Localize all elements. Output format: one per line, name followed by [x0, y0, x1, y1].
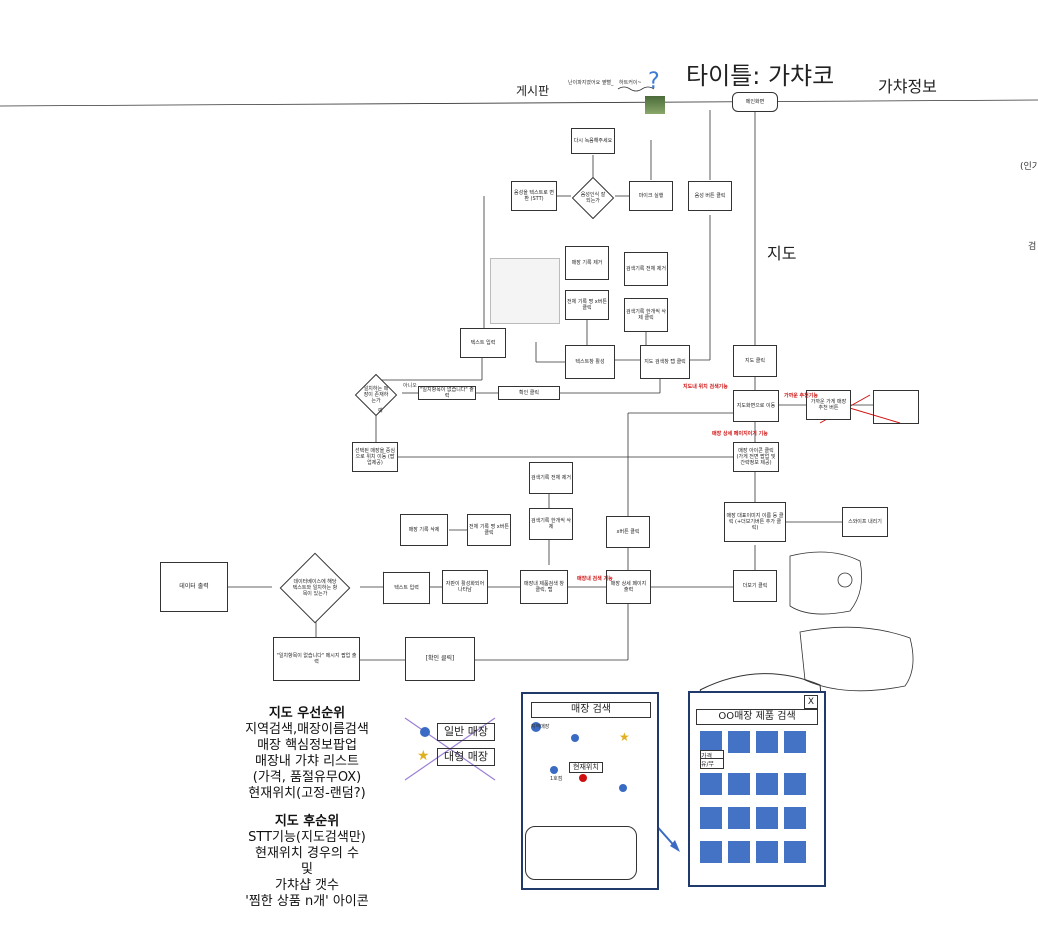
map-label: 지도: [767, 240, 796, 264]
header-note-1: 난이파지였어요 옆뻘_: [568, 80, 614, 86]
svg-text:?: ?: [648, 69, 660, 94]
history-each-node-2: 검색기록 한개씩 삭제: [529, 508, 573, 540]
product-tile[interactable]: [756, 807, 778, 829]
map-screen-node: 지도화면으로 이동: [733, 390, 779, 422]
legend-large-label: 대형 매장: [437, 748, 495, 766]
product-tile[interactable]: [756, 773, 778, 795]
red-note-detail: 매장 상세 페이지이기 기능: [712, 431, 768, 437]
product-tile[interactable]: [728, 773, 750, 795]
no-label: 아니오: [403, 383, 417, 389]
store-history-delete-node: 매장 기록 제거: [565, 246, 609, 280]
product-tile[interactable]: [728, 841, 750, 863]
thumbnail-image: [645, 96, 665, 114]
product-search-title[interactable]: OO매장 제품 검색: [696, 709, 818, 725]
product-tile[interactable]: [700, 807, 722, 829]
voice-search-node: 음성 버튼 클릭: [688, 181, 732, 211]
history-each-node: 검색기록 한개씩 삭제 클릭: [624, 298, 668, 332]
edge-text-1: (인기: [1020, 162, 1038, 172]
store-detail-click-node: 매장 대표이미지 이름 등 클릭 (+더보기버튼 추가 클릭): [724, 502, 786, 542]
info-bubble: [525, 826, 637, 880]
product-tile[interactable]: [700, 841, 722, 863]
store-search-title[interactable]: 매장 검색: [531, 702, 651, 718]
store-search-mock: 매장 검색 지역매장 ★ 1호점 현재위치: [521, 692, 659, 890]
red-note-nearby: 가까운 추천기능: [784, 393, 818, 399]
current-location-label: 현재위치: [569, 762, 603, 773]
product-tile[interactable]: [784, 731, 806, 753]
priority-low-list: 지도 후순위 STT기능(지도검색만) 현재위치 경우의 수 및 가챠샵 갯수 …: [232, 814, 382, 910]
priority-high-item: 매장 핵심정보팝업: [232, 738, 382, 754]
store-marker-icon[interactable]: [571, 734, 579, 742]
red-note-map-search: 지도내 위치 검색기능: [683, 384, 728, 390]
priority-low-item: '찜한 상품 n개' 아이콘: [232, 894, 382, 910]
product-tile[interactable]: [728, 731, 750, 753]
history-x-node-2: 전체 기록 명 x버튼 클릭: [467, 514, 511, 546]
priority-high-item: 매장내 가챠 리스트: [232, 754, 382, 770]
more-click-node: 더보기 클릭: [733, 570, 777, 602]
product-search-mock: X OO매장 제품 검색 가격 유/무: [688, 691, 826, 887]
text-input-node: 텍스트 입력: [460, 328, 506, 358]
no-match-node-2: "일치항목이 없습니다" 메시지 팝업 출력: [273, 637, 360, 681]
history-x-node: 전체 기록 명 x버튼 클릭: [565, 290, 609, 320]
page-title: 타이틀: 가챠코: [686, 56, 834, 91]
priority-high-item: 현재위치(고정-랜덤?): [232, 786, 382, 802]
large-store-star-icon[interactable]: ★: [619, 730, 630, 744]
phone-screenshot: [490, 258, 560, 324]
stt-node: 음성을 텍스트로 변환 (STT): [511, 181, 557, 211]
current-location-icon[interactable]: [579, 774, 587, 782]
stock-label: 유/무: [700, 758, 724, 769]
main-screen-node: 메인화면: [732, 92, 778, 112]
no-match-node: "일치항목이 없습니다" 출력: [418, 386, 476, 400]
priority-low-item: 및: [232, 862, 382, 878]
red-note-gacha-search: 매장내 검색 기능: [577, 576, 613, 582]
textbox-active-node: 텍스트창 활성: [565, 345, 615, 379]
legend-normal-label: 일반 매장: [437, 723, 495, 741]
product-tile[interactable]: [784, 807, 806, 829]
close-icon[interactable]: X: [804, 695, 818, 709]
priority-high-item: 지역검색,매장이름검색: [232, 722, 382, 738]
history-all-delete-node-2: 검색기록 전체 제거: [529, 462, 573, 494]
confirm-node: 확인 클릭: [498, 386, 560, 400]
gacha-info-label: 가챠정보: [878, 73, 937, 97]
store-marker-icon[interactable]: [619, 784, 627, 792]
header-note-2: 하트커이~: [619, 80, 642, 86]
map-tab-node: 지도 클릭: [733, 345, 777, 377]
store-marker-icon[interactable]: [550, 766, 558, 774]
priority-high-heading: 지도 우선순위: [232, 706, 382, 722]
confirm-node-2: [확인 클릭]: [405, 637, 475, 681]
product-tile[interactable]: [756, 731, 778, 753]
yes-label: 예: [378, 408, 383, 414]
keyboard-node: 자판이 활성화되어 나타남: [442, 570, 488, 604]
edge-text-2: 검: [1028, 242, 1036, 252]
product-tile[interactable]: [756, 841, 778, 863]
product-tile[interactable]: [784, 841, 806, 863]
product-tile[interactable]: [784, 773, 806, 795]
data-output-node: 데이터 출력: [160, 562, 228, 612]
store-marker-label: 1호점: [550, 776, 562, 782]
store-history-delete-node-2: 매장 기록 삭제: [400, 514, 448, 546]
legend-large-star-icon: ★: [417, 748, 430, 764]
store-marker-label: 지역매장: [531, 724, 549, 730]
priority-low-item: STT기능(지도검색만): [232, 830, 382, 846]
mic-node: 마이크 실행: [629, 181, 673, 211]
text-input2-node: 텍스트 입력: [383, 572, 430, 604]
x-button-node: x버튼 클릭: [606, 516, 650, 548]
history-all-delete-node: 검색기록 전체 제거: [624, 252, 668, 286]
selected-move-node: 선택된 매장을 중심으로 위치 이동 (팝업제공): [352, 442, 398, 472]
store-icon-node: 매장 아이콘 클릭 (가게 전면 팝업 및 간략정보 제공): [733, 442, 779, 472]
legend-normal-marker-icon: [420, 727, 430, 737]
product-tile[interactable]: [700, 773, 722, 795]
board-label: 게시판: [516, 82, 549, 99]
retry-node: 다시 녹음해주세요: [571, 128, 615, 154]
nearby-popup-node: [873, 390, 919, 424]
product-tile[interactable]: [728, 807, 750, 829]
map-search-click-node: 지도 검색창 탭 클릭: [640, 345, 690, 379]
priority-low-heading: 지도 후순위: [232, 814, 382, 830]
priority-high-item: (가격, 품절유무OX): [232, 770, 382, 786]
priority-high-list: 지도 우선순위 지역검색,매장이름검색 매장 핵심정보팝업 매장내 가챠 리스트…: [232, 706, 382, 802]
priority-low-item: 현재위치 경우의 수: [232, 846, 382, 862]
swipe-node: 스와이프 내리기: [842, 507, 888, 537]
priority-low-item: 가챠샵 갯수: [232, 878, 382, 894]
gacha-search-node: 매장내 제품검색 창 클릭, 탭: [520, 570, 568, 604]
